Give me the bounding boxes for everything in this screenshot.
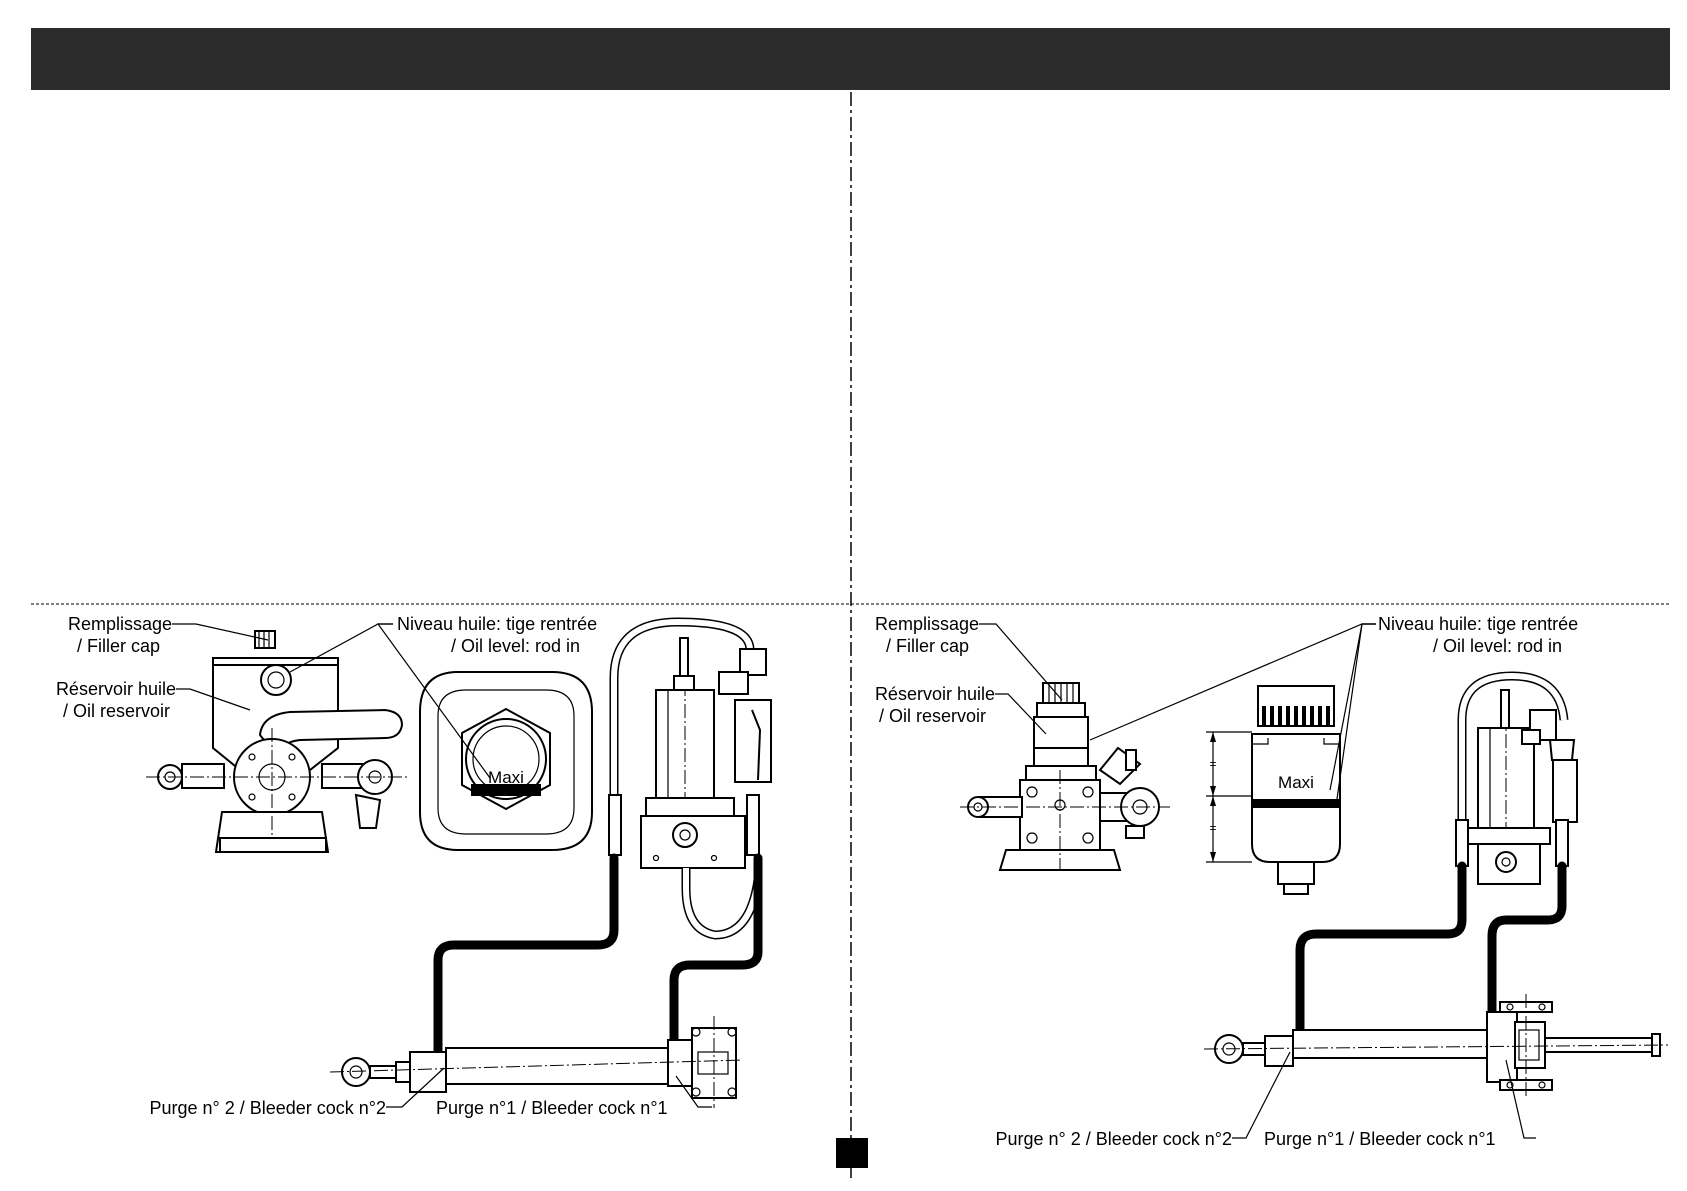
right-power-unit bbox=[1455, 671, 1578, 885]
right-filler-label-fr: Remplissage bbox=[875, 614, 979, 634]
right-hose-1 bbox=[1295, 861, 1467, 1041]
left-steering-cylinder bbox=[329, 1016, 743, 1108]
right-reservoir-label-en: / Oil reservoir bbox=[879, 706, 986, 726]
left-oil-level-label-fr: Niveau huile: tige rentrée bbox=[397, 614, 597, 634]
right-bleeder-2-label: Purge n° 2 / Bleeder cock n°2 bbox=[995, 1129, 1232, 1149]
right-reservoir-detail bbox=[1206, 685, 1341, 895]
right-pump-assembly bbox=[960, 682, 1170, 871]
right-bleeder-1-label: Purge n°1 / Bleeder cock n°1 bbox=[1264, 1129, 1496, 1149]
right-oil-level-label-fr: Niveau huile: tige rentrée bbox=[1378, 614, 1578, 634]
left-power-unit bbox=[608, 617, 772, 940]
left-hose-1 bbox=[433, 853, 619, 1057]
left-leader-lines bbox=[172, 623, 712, 1108]
right-oil-level-label-en: / Oil level: rod in bbox=[1433, 636, 1562, 656]
left-bleeder-2-label: Purge n° 2 / Bleeder cock n°2 bbox=[149, 1098, 386, 1118]
page-number-box bbox=[836, 1138, 868, 1168]
left-hose-2 bbox=[669, 853, 763, 1045]
right-maxi-label: Maxi bbox=[1278, 773, 1314, 792]
right-steering-cylinder bbox=[1203, 994, 1669, 1098]
left-panel: Remplissage / Filler cap Réservoir huile… bbox=[56, 614, 772, 1118]
right-hose-2 bbox=[1487, 861, 1567, 1021]
left-maxi-label: Maxi bbox=[488, 768, 524, 787]
left-reservoir-label-en: / Oil reservoir bbox=[63, 701, 170, 721]
header-bar bbox=[31, 28, 1670, 90]
left-pump-assembly bbox=[146, 630, 410, 853]
left-bleeder-1-label: Purge n°1 / Bleeder cock n°1 bbox=[436, 1098, 668, 1118]
left-reservoir-label-fr: Réservoir huile bbox=[56, 679, 176, 699]
left-oil-level-label-en: / Oil level: rod in bbox=[451, 636, 580, 656]
right-dimension-equal-upper: = bbox=[1209, 757, 1216, 771]
right-filler-label-en: / Filler cap bbox=[886, 636, 969, 656]
left-filler-label-en: / Filler cap bbox=[77, 636, 160, 656]
right-reservoir-label-fr: Réservoir huile bbox=[875, 684, 995, 704]
left-sight-glass-detail bbox=[419, 671, 593, 851]
right-leader-lines bbox=[979, 623, 1536, 1139]
right-dimension-equal-lower: = bbox=[1209, 821, 1216, 835]
right-panel: Remplissage / Filler cap Réservoir huile… bbox=[875, 614, 1669, 1149]
left-filler-label-fr: Remplissage bbox=[68, 614, 172, 634]
